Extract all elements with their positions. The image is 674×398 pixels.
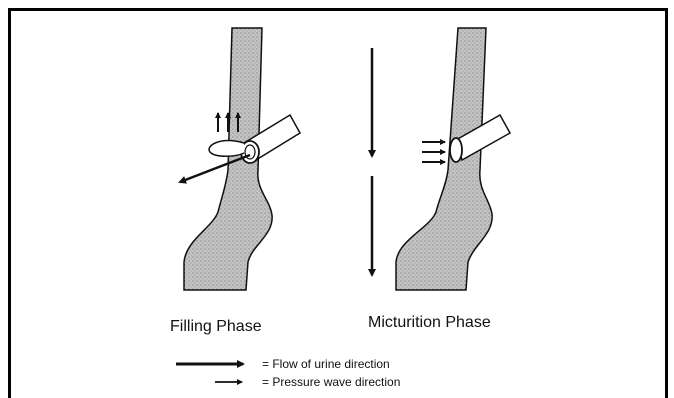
filling-phase-label: Filling Phase (170, 318, 262, 336)
legend-flow-text: = Flow of urine direction (262, 357, 390, 371)
micturition-phase-label: Micturition Phase (368, 314, 491, 332)
legend-pressure-text: = Pressure wave direction (262, 375, 400, 389)
bladder-wall-micturition (396, 28, 492, 290)
pressure-arrows-right (422, 142, 445, 162)
